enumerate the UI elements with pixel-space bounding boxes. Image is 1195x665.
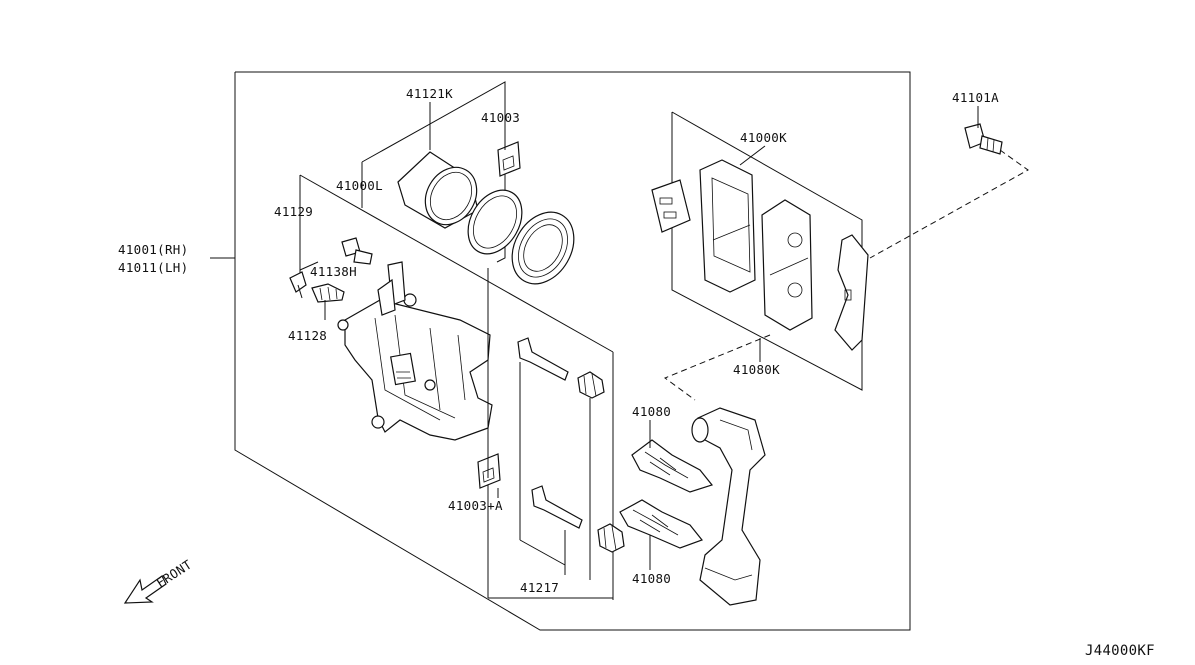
pad-shim	[834, 234, 869, 351]
label-pin-kit: 41217	[520, 580, 559, 595]
label-caliper-rh: 41001(RH)	[118, 242, 188, 257]
label-seal-kit: 41000L	[336, 178, 383, 193]
label-piston-kit: 41121K	[406, 86, 453, 101]
dust-boot	[511, 211, 575, 285]
mounting-bolt	[964, 123, 1003, 155]
label-mounting-bolt: 41101A	[952, 90, 999, 105]
label-bleeder-bolt: 41138H	[310, 264, 357, 279]
label-shim-lower: 41080	[632, 571, 671, 586]
main-frame	[234, 71, 911, 631]
bleeder-parts	[289, 237, 373, 303]
label-caliper-lh: 41011(LH)	[118, 260, 188, 275]
label-diagram-code: J44000KF	[1085, 643, 1155, 659]
pad-clip-upper	[631, 439, 714, 493]
anti-rattle-plate	[651, 179, 691, 233]
caliper-bracket	[691, 407, 766, 606]
label-front: FRONT	[153, 557, 194, 591]
part-labels: 41121K 41003 41000L 41129 41001(RH) 4101…	[118, 86, 1155, 659]
label-bleeder-screw: 41128	[288, 328, 327, 343]
piston	[397, 151, 479, 229]
guide-pin-lower	[531, 485, 625, 553]
label-shim-upper: 41080	[632, 404, 671, 419]
front-arrow	[123, 575, 167, 604]
label-bleeder-cap: 41129	[274, 204, 313, 219]
leader-lines	[210, 102, 979, 580]
label-seal-upper: 41003	[481, 110, 520, 125]
label-seal-lower: 41003+A	[448, 498, 503, 513]
guide-pin-upper	[517, 337, 605, 399]
seal-kit-frame	[299, 81, 614, 600]
brake-pad-inner	[699, 159, 756, 293]
piston-seal-ring	[467, 189, 523, 255]
caliper-body	[337, 261, 493, 441]
dashed-leaders	[663, 149, 1029, 401]
label-pad-kit-lower: 41080K	[733, 362, 780, 377]
pad-kit-frame	[671, 111, 863, 391]
brake-pad-outer	[761, 199, 813, 331]
label-pad-kit: 41000K	[740, 130, 787, 145]
grease-packet-lower	[477, 453, 501, 489]
pad-clip-lower	[619, 499, 703, 549]
grease-packet-upper	[497, 141, 521, 177]
